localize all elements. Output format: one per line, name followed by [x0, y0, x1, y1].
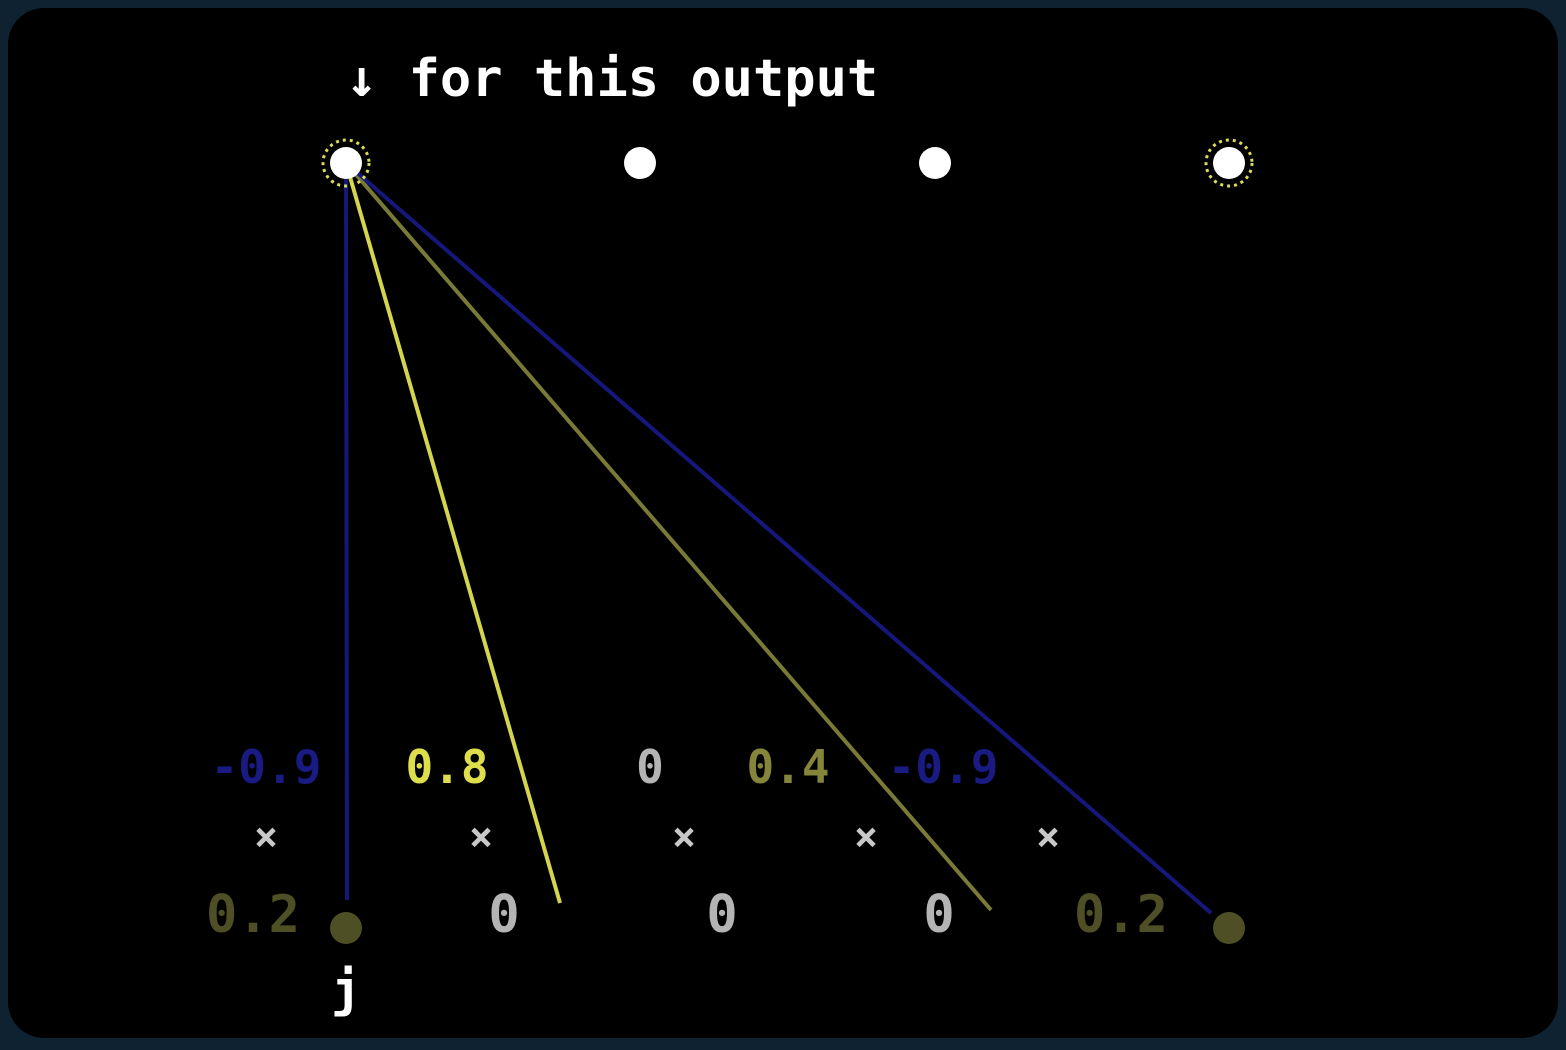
multiply-sign-5: × — [1036, 814, 1060, 860]
weight-value-3: 0 — [636, 740, 664, 794]
input-value-4: 0 — [923, 885, 954, 945]
multiply-sign-1: × — [254, 814, 278, 860]
weight-value-4: 0.4 — [746, 740, 829, 794]
weight-value-1: -0.9 — [211, 740, 322, 794]
connection-line-2 — [344, 162, 562, 904]
multiply-sign-4: × — [854, 814, 878, 860]
multiply-sign-3: × — [672, 814, 696, 860]
weight-value-2: 0.8 — [405, 740, 488, 794]
output-node-1 — [330, 147, 362, 179]
output-node-ring-1 — [321, 138, 371, 188]
connection-line-4 — [344, 161, 1213, 915]
input-node-5 — [1213, 912, 1245, 944]
weight-value-5: -0.9 — [888, 740, 999, 794]
connection-line-3 — [344, 161, 993, 912]
connection-line-1 — [344, 162, 349, 901]
input-value-5: 0.2 — [1074, 885, 1168, 945]
index-label: j — [331, 960, 361, 1018]
input-node-1 — [330, 912, 362, 944]
input-value-1: 0.2 — [206, 885, 300, 945]
multiply-sign-2: × — [469, 814, 493, 860]
output-node-3 — [919, 147, 951, 179]
output-caption: ↓ for this output — [346, 49, 878, 109]
input-value-2: 0 — [488, 885, 519, 945]
output-node-ring-4 — [1204, 138, 1254, 188]
input-value-3: 0 — [706, 885, 737, 945]
output-node-4 — [1213, 147, 1245, 179]
output-node-2 — [624, 147, 656, 179]
